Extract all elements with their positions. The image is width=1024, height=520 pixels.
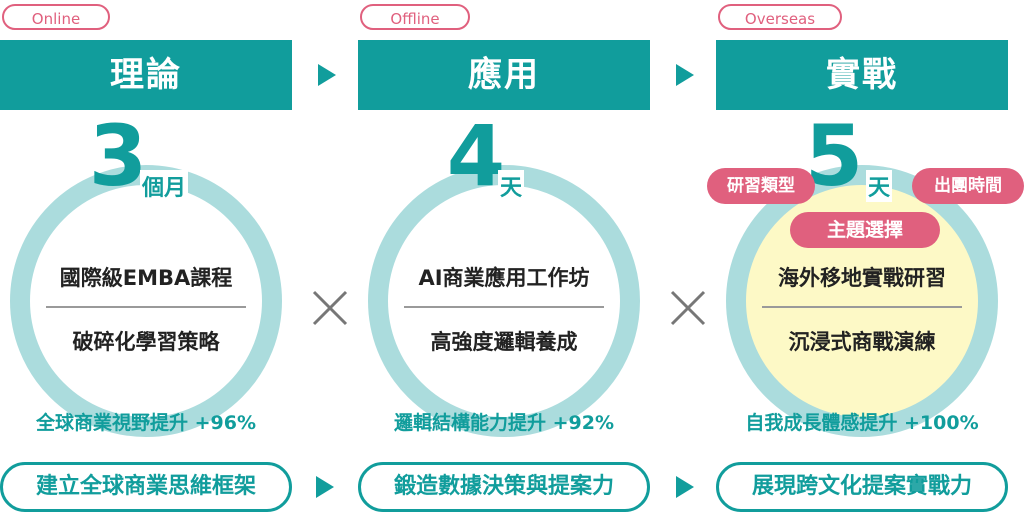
duration-unit: 天 [498, 170, 525, 202]
divider [46, 306, 246, 308]
stage-title-practice: 實戰 [716, 40, 1008, 110]
stage-stat: 全球商業視野提升 +96% [35, 412, 256, 434]
stage-outcome: 展現跨文化提案實戰力 [716, 462, 1008, 512]
divider [404, 306, 604, 308]
stage-stat: 自我成長體感提升 +100% [745, 412, 979, 434]
tag-departure-time: 出團時間 [912, 168, 1024, 204]
stage-line-1: AI商業應用工作坊 [418, 266, 590, 290]
stage-ring [368, 165, 640, 437]
stage-overseas: Overseas 實戰 5 天 海外移地實戰研習 沉浸式商戰演練 自我成長體感提… [716, 0, 1016, 520]
stage-line-2: 破碎化學習策略 [72, 330, 220, 354]
arrow-right-icon [316, 476, 334, 498]
divider [762, 306, 962, 308]
stage-line-2: 沉浸式商戰演練 [788, 330, 936, 354]
arrow-right-icon [676, 64, 694, 86]
multiply-icon [668, 288, 708, 328]
duration-unit: 個月 [140, 170, 189, 202]
stage-stat: 邏輯結構能力提升 +92% [393, 412, 614, 434]
stage-title-theory: 理論 [0, 40, 292, 110]
arrow-right-icon [318, 64, 336, 86]
stage-outcome: 鍛造數據決策與提案力 [358, 462, 650, 512]
duration-unit: 天 [866, 170, 893, 202]
duration-number: 4 [446, 107, 506, 205]
stage-title-application: 應用 [358, 40, 650, 110]
stage-line-1: 國際級EMBA課程 [59, 266, 233, 290]
stage-offline: Offline 應用 4 天 AI商業應用工作坊 高強度邏輯養成 邏輯結構能力提… [358, 0, 658, 520]
arrow-right-icon [676, 476, 694, 498]
stage-outcome: 建立全球商業思維框架 [0, 462, 292, 512]
stage-online: Online 理論 3 個月 國際級EMBA課程 破碎化學習策略 全球商業視野提… [0, 0, 300, 520]
mode-badge-overseas: Overseas [718, 4, 842, 30]
stage-ring [10, 165, 282, 437]
duration-number: 3 [88, 107, 148, 205]
multiply-icon [310, 288, 350, 328]
mode-badge-offline: Offline [360, 4, 470, 30]
mode-badge-online: Online [2, 4, 110, 30]
tag-study-type: 研習類型 [707, 168, 815, 204]
stage-ring [726, 165, 998, 437]
stage-line-2: 高強度邏輯養成 [430, 330, 578, 354]
tag-theme-selection: 主題選擇 [790, 212, 940, 248]
stage-line-1: 海外移地實戰研習 [778, 266, 946, 290]
